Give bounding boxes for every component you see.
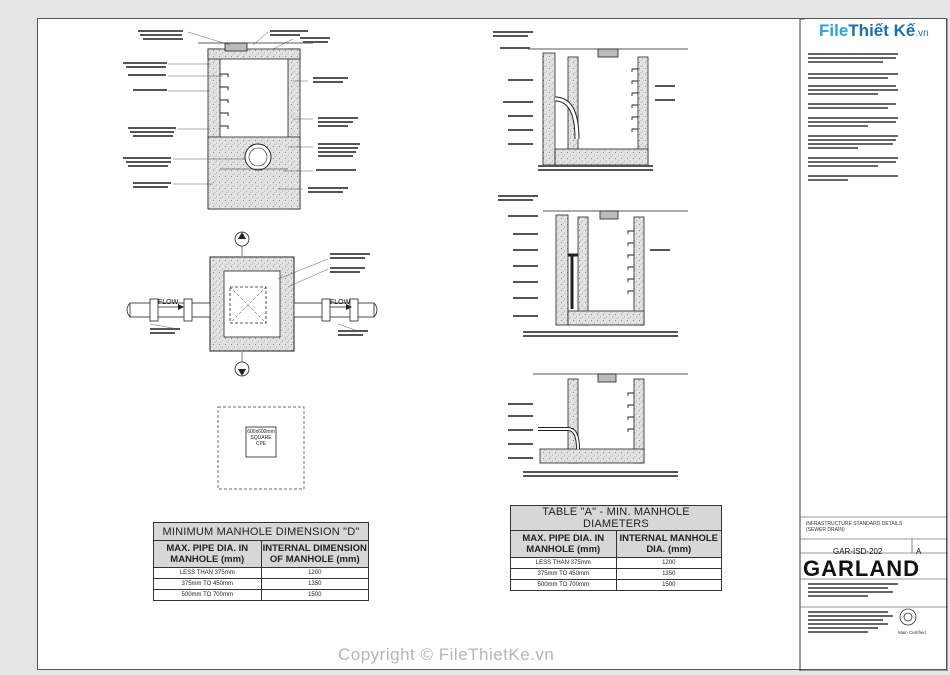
table-row: 500mm TO 700mm 1500 [153, 589, 369, 601]
minimum-manhole-dimension-table: MINIMUM MANHOLE DIMENSION "D" MAX. PIPE … [153, 522, 369, 601]
manhole-plan-view [126, 231, 378, 377]
table-a-col-2: INTERNAL MANHOLE DIA. (mm) [615, 530, 722, 558]
table-row: LESS THAN 375mm 1200 [510, 557, 722, 569]
flow-label-left: FLOW [158, 299, 179, 306]
table-d-cell: 500mm TO 700mm [153, 589, 262, 601]
table-d-title: MINIMUM MANHOLE DIMENSION "D" [153, 522, 369, 541]
table-d-col-1: MAX. PIPE DIA. IN MANHOLE (mm) [153, 540, 262, 568]
drawing-title-line-1: INFRASTRUCTURE STANDARD DETAILS [806, 521, 903, 527]
copyright-watermark: Copyright © FileThietKe.vn [338, 645, 555, 664]
table-row: 375mm TO 450mm 1350 [510, 568, 722, 580]
company-logo: GARLAND [803, 556, 920, 581]
table-a-cell: 1200 [615, 557, 722, 569]
drop-manhole-detail-3 [508, 373, 688, 477]
table-a-cell: LESS THAN 375mm [510, 557, 617, 569]
flow-label-right: FLOW [330, 299, 351, 306]
table-d-cell: 375mm TO 450mm [153, 578, 262, 590]
logo-text: FileThiết Kế.vn [819, 21, 929, 41]
cpe-detail [217, 406, 305, 490]
site-logo: FileThiết Kế.vn [805, 19, 946, 47]
table-a-cell: 1500 [615, 579, 722, 591]
drawing-title-line-2: (SEWER DRAIN) [806, 527, 845, 533]
drawing-sheet: FileThiết Kế.vn FLOW FLOW 600x600mm SQUA… [37, 18, 948, 671]
drawing-title: INFRASTRUCTURE STANDARD DETAILS (SEWER D… [806, 521, 936, 533]
table-row: 375mm TO 450mm 1350 [153, 578, 369, 590]
table-a-cell: 500mm TO 700mm [510, 579, 617, 591]
min-manhole-diameters-table: TABLE "A" - MIN. MANHOLE DIAMETERS MAX. … [510, 505, 722, 591]
cpe-box-label: 600x600mm SQUARE CPE [247, 429, 275, 447]
table-d-cell: 1350 [260, 578, 369, 590]
table-a-cell: 375mm TO 450mm [510, 568, 617, 580]
table-d-col-2: INTERNAL DIMENSION OF MANHOLE (mm) [260, 540, 369, 568]
logo-part-1: File [819, 21, 849, 40]
table-d-cell: LESS THAN 375mm [153, 567, 262, 579]
table-a-title: TABLE "A" - MIN. MANHOLE DIAMETERS [510, 505, 722, 531]
cad-drawing [123, 19, 948, 671]
table-a-cell: 1350 [615, 568, 722, 580]
table-row: LESS THAN 375mm 1200 [153, 567, 369, 579]
manhole-section-view [123, 30, 360, 210]
drop-manhole-detail-2 [498, 195, 688, 337]
table-d-cell: 1500 [260, 589, 369, 601]
table-d-cell: 1200 [260, 567, 369, 579]
logo-part-2: Thiết Kế [848, 21, 916, 40]
logo-part-3: .vn [915, 28, 929, 39]
table-row: 500mm TO 700mm 1500 [510, 579, 722, 591]
drawing-number: GAR-ISD-202 [833, 547, 883, 556]
drop-manhole-detail-1 [493, 31, 688, 171]
revision: A [916, 547, 922, 556]
certification-label: Main Certified [898, 630, 926, 635]
table-a-col-1: MAX. PIPE DIA. IN MANHOLE (mm) [510, 530, 617, 558]
